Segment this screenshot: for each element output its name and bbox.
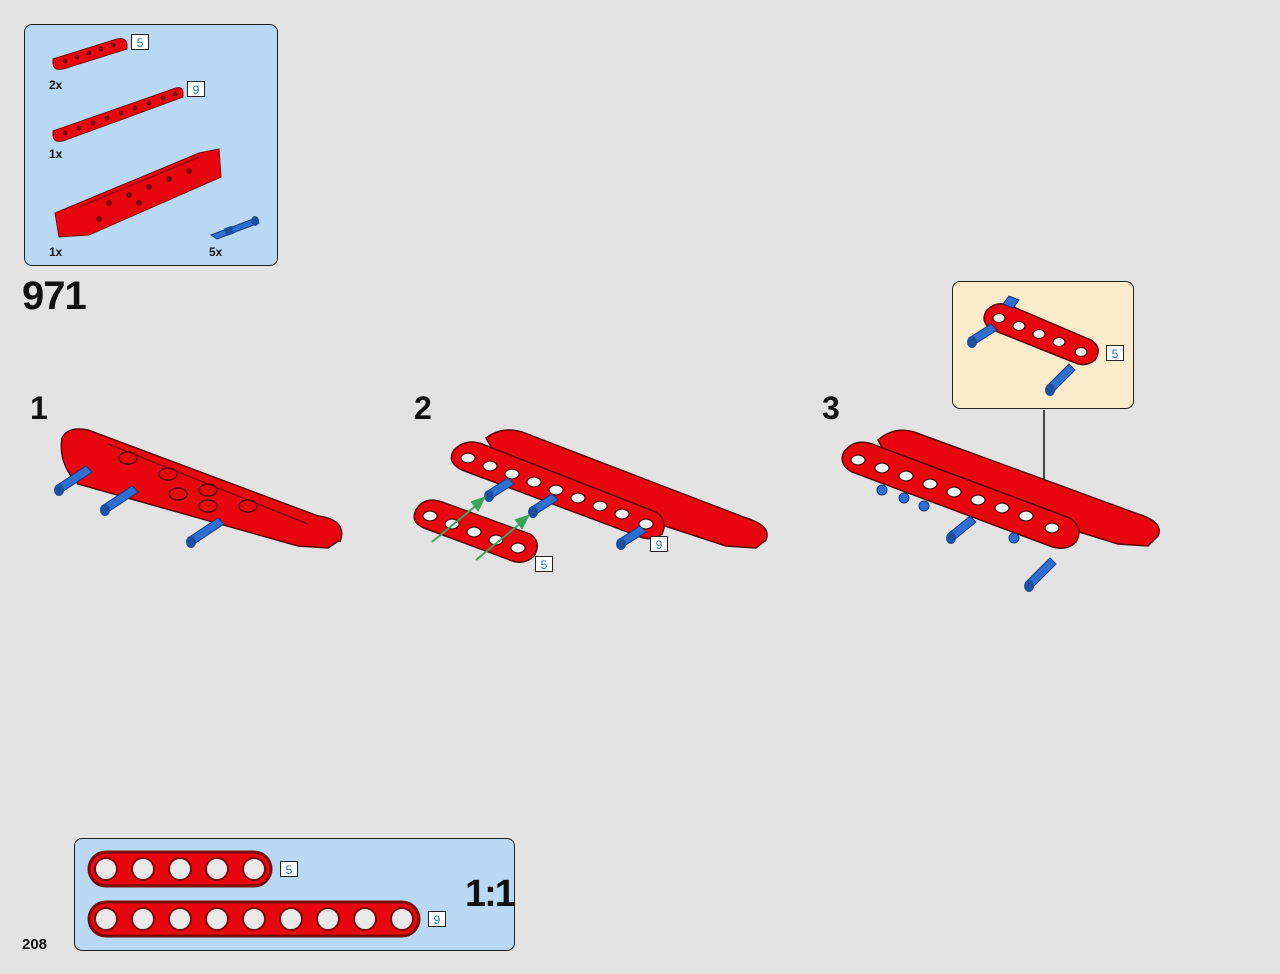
- beam-5-quantity: 2x: [49, 78, 63, 92]
- substep-3-assembly-illustration: [841, 410, 1160, 592]
- scale-beam-5: [87, 850, 273, 888]
- parts-list-panel: 5 2x 9 1x 1x 5x: [24, 24, 278, 266]
- substep-2-blue-pins: [484, 477, 647, 550]
- substep-2-beam-5-callout: 5: [535, 556, 553, 572]
- substep-1-number: 1: [30, 390, 48, 426]
- blue-pin-part-icon: [209, 216, 261, 240]
- scale-beam-9: [87, 900, 421, 938]
- callout-beam-with-pins-illustration: [967, 295, 1099, 396]
- callout-beam-5-length-box: 5: [1106, 345, 1124, 361]
- substep-2-beam-9-callout: 9: [650, 536, 668, 552]
- frame-part-icon: [54, 148, 222, 238]
- substep-3-callout-panel: 5: [952, 281, 1134, 409]
- substep-2-green-arrows: [431, 496, 530, 561]
- scale-reference-panel: 5 9 1:1: [74, 838, 516, 951]
- beam-9-quantity: 1x: [49, 147, 63, 161]
- scale-beam-9-label: 9: [428, 911, 446, 927]
- blue-pin-quantity: 5x: [209, 245, 223, 259]
- scale-ratio-label: 1:1: [465, 873, 516, 915]
- page-number: 208: [22, 936, 48, 953]
- substep-3-number: 3: [822, 390, 840, 426]
- scale-beam-5-label: 5: [280, 861, 298, 877]
- substep-1-blue-pins: [54, 465, 225, 548]
- substep-1-assembly-illustration: [54, 428, 343, 549]
- substep-2-assembly-illustration: [413, 429, 768, 563]
- beam-9-part-icon: [52, 87, 184, 142]
- frame-part-quantity: 1x: [49, 245, 63, 259]
- beam-5-length-box: 5: [131, 34, 149, 50]
- beam-5-part-icon: [52, 38, 128, 70]
- step-number: 971: [22, 274, 87, 318]
- beam-9-length-box: 9: [187, 81, 205, 97]
- substep-2-number: 2: [414, 390, 432, 426]
